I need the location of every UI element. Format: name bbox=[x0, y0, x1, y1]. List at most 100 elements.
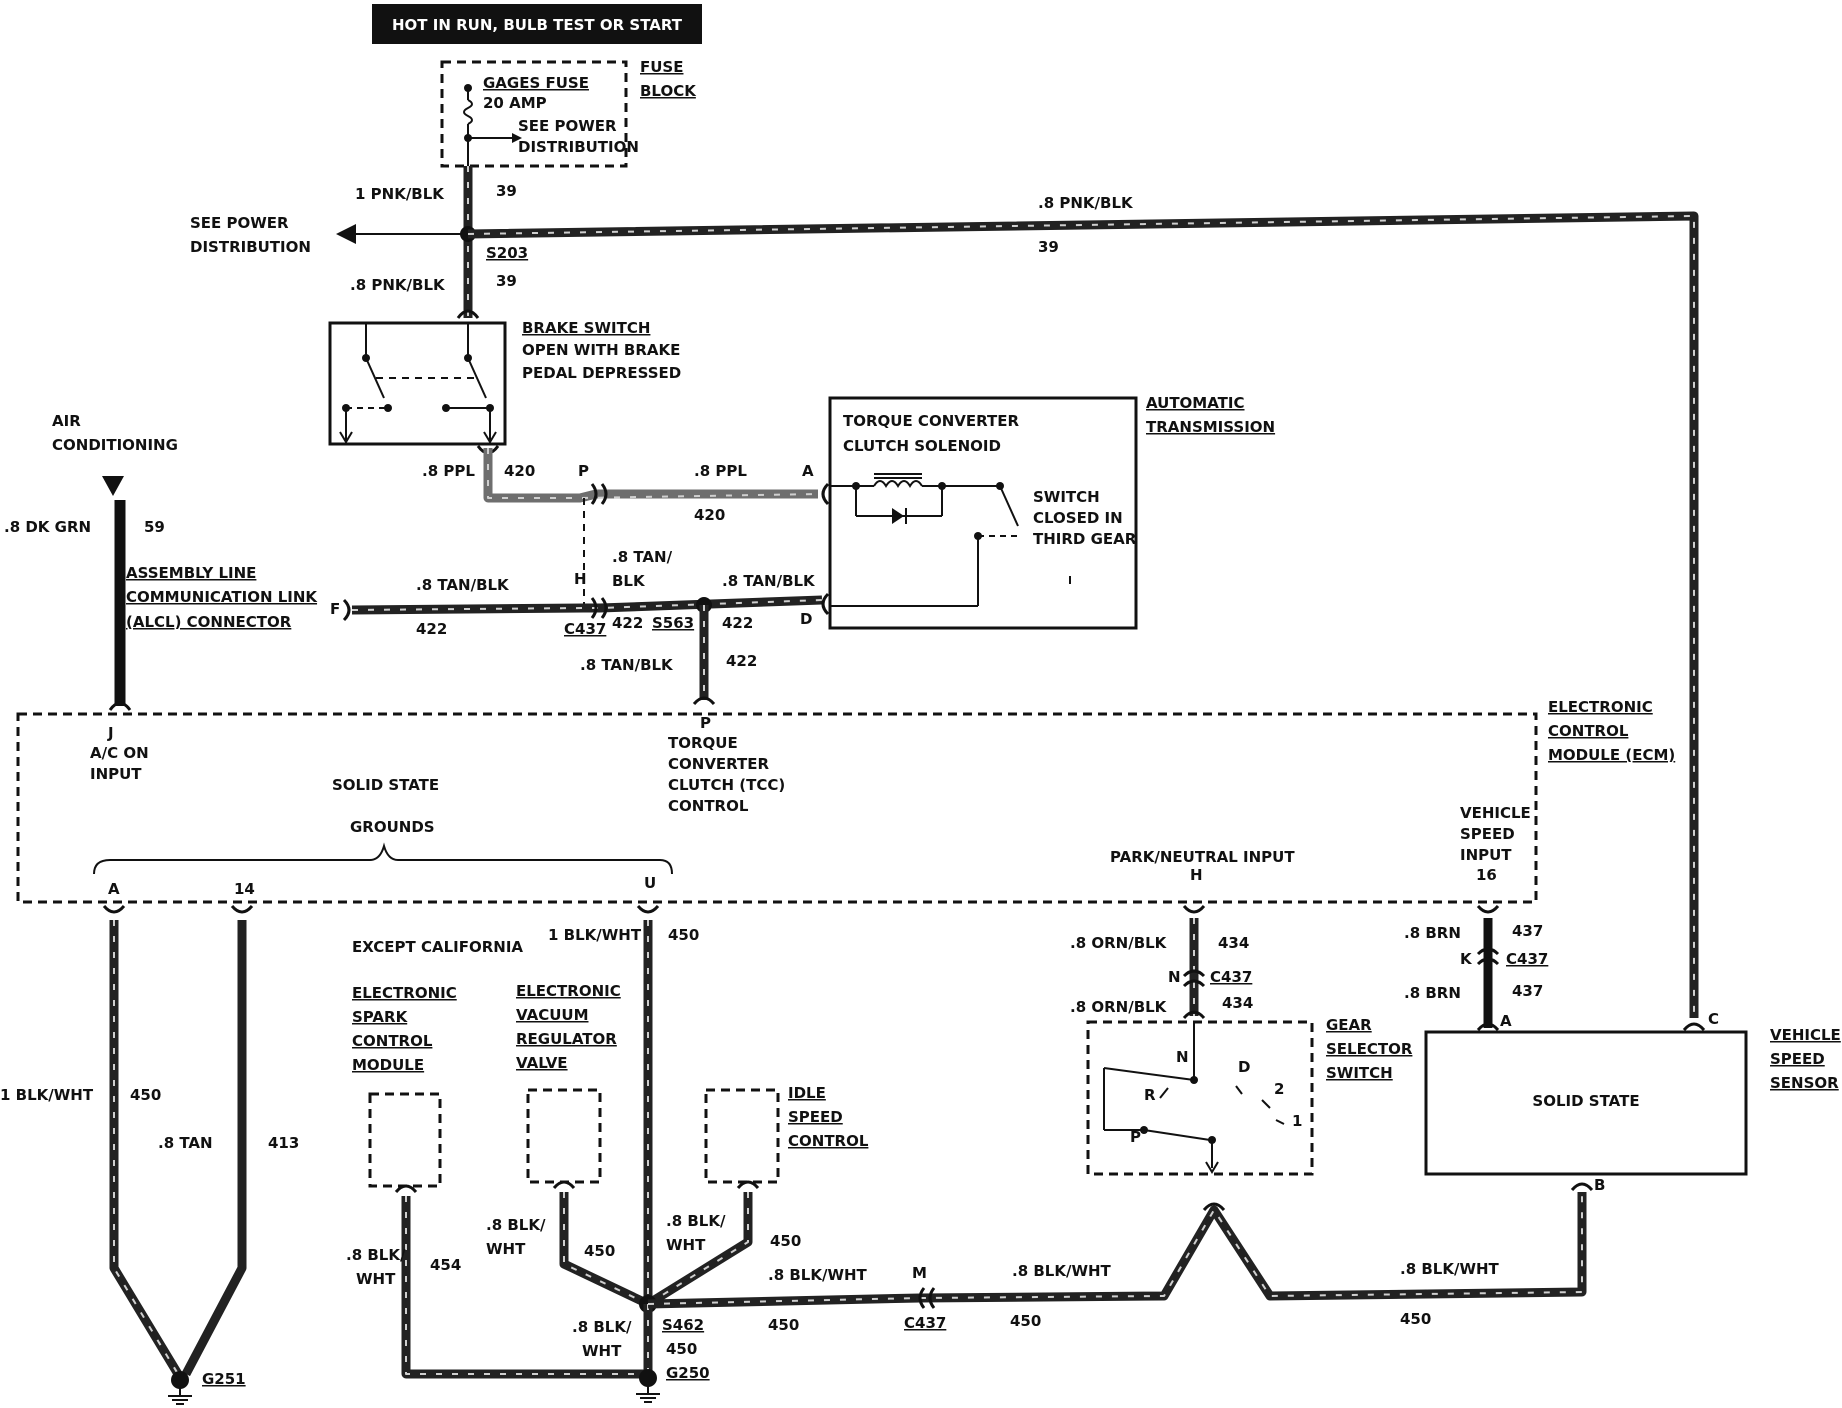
ecm-pin-a: A bbox=[108, 880, 120, 898]
see-power-line2: DISTRIBUTION bbox=[190, 238, 311, 256]
vss-pin-b: B bbox=[1594, 1176, 1605, 1194]
ecm-outline bbox=[16, 712, 1538, 904]
wire-blk-label-b1: .8 BLK/ bbox=[486, 1216, 546, 1234]
gages-fuse-label: GAGES FUSE bbox=[483, 74, 589, 92]
vss-solid-state: SOLID STATE bbox=[1532, 1092, 1639, 1110]
esc-label-4: MODULE bbox=[352, 1056, 424, 1074]
ecm-vss-1: VEHICLE bbox=[1460, 804, 1531, 822]
ground-g251-dot bbox=[171, 1371, 189, 1389]
ecm-vss-3: INPUT bbox=[1460, 846, 1512, 864]
ecm-ac-input-1: A/C ON bbox=[90, 744, 149, 762]
ac-source-arrow-icon bbox=[102, 476, 124, 496]
circuit-434-label-b: 434 bbox=[1222, 994, 1253, 1012]
vss-box bbox=[1424, 1030, 1748, 1176]
circuit-454-label: 454 bbox=[430, 1256, 461, 1274]
wire-1pnkblk-label: 1 PNK/BLK bbox=[355, 185, 445, 203]
splice-s203-label: S203 bbox=[486, 244, 528, 262]
circuit-450-label-d: 450 bbox=[770, 1232, 801, 1250]
wire-blkwht-label-c: .8 BLK/WHT bbox=[1400, 1260, 1500, 1278]
gear-pos-p: P bbox=[1130, 1128, 1141, 1146]
evrv-label-4: VALVE bbox=[516, 1054, 568, 1072]
circuit-450-label-c: 450 bbox=[584, 1242, 615, 1260]
circuit-420-label-a: 420 bbox=[504, 462, 535, 480]
see-power-arrow-icon bbox=[336, 224, 356, 244]
tcc-switch-label-3: THIRD GEAR bbox=[1033, 530, 1137, 548]
wire-wht-label-a2: WHT bbox=[356, 1270, 396, 1288]
pin-n-c437: N bbox=[1168, 968, 1181, 986]
ecm-pin-14: 14 bbox=[234, 880, 255, 898]
wire-blk-label-c1: .8 BLK/ bbox=[666, 1212, 726, 1230]
evrv-label-2: VACUUM bbox=[516, 1006, 589, 1024]
gear-selector-label-2: SELECTOR bbox=[1326, 1040, 1413, 1058]
wire-wht-label-c2: WHT bbox=[666, 1236, 706, 1254]
ecm-tcc-3: CLUTCH (TCC) bbox=[668, 776, 785, 794]
ecm-pin-u: U bbox=[644, 874, 656, 892]
wire-blkwht-label-a: .8 BLK/WHT bbox=[768, 1266, 868, 1284]
circuit-422-label-b: 422 bbox=[612, 614, 643, 632]
ecm-pin-p: P bbox=[700, 714, 711, 732]
except-california-label: EXCEPT CALIFORNIA bbox=[352, 938, 523, 956]
isc-box bbox=[704, 1088, 780, 1184]
gear-selector-box bbox=[1086, 1020, 1314, 1176]
circuit-422-label-a: 422 bbox=[416, 620, 447, 638]
circuit-420-label-b: 420 bbox=[694, 506, 725, 524]
wire-tanblk-label-c: .8 TAN/BLK bbox=[580, 656, 674, 674]
wire-tan-label-1: .8 TAN/ bbox=[612, 548, 673, 566]
solenoid-coil-icon bbox=[873, 480, 923, 488]
wire-tan-label: .8 TAN bbox=[158, 1134, 213, 1152]
evrv-label-1: ELECTRONIC bbox=[516, 982, 621, 1000]
wire-ppl-label-a: .8 PPL bbox=[422, 462, 475, 480]
vss-pin-c: C bbox=[1708, 1010, 1719, 1028]
brake-switch-title: BRAKE SWITCH bbox=[522, 319, 650, 337]
ecm-tcc-4: CONTROL bbox=[668, 797, 749, 815]
power-arrow-icon bbox=[512, 133, 522, 143]
fuse-power-note-1: SEE POWER bbox=[518, 117, 617, 135]
ecm-title-2: CONTROL bbox=[1548, 722, 1629, 740]
pin-m-c437: M bbox=[912, 1264, 927, 1282]
vss-title-3: SENSOR bbox=[1770, 1074, 1839, 1092]
transmission-box bbox=[828, 396, 1138, 630]
ground-g250-dot bbox=[639, 1369, 657, 1387]
circuit-39-label-b: 39 bbox=[496, 272, 517, 290]
esc-label-1: ELECTRONIC bbox=[352, 984, 457, 1002]
wire-tan-label-2: BLK bbox=[612, 572, 646, 590]
brake-switch-desc-1: OPEN WITH BRAKE bbox=[522, 341, 680, 359]
circuit-450-label-f: 450 bbox=[768, 1316, 799, 1334]
ground-g251-icon bbox=[168, 1388, 192, 1405]
ground-g250-icon bbox=[636, 1386, 660, 1403]
ground-g251-label: G251 bbox=[202, 1370, 246, 1388]
evrv-box bbox=[526, 1088, 602, 1184]
esc-label-2: SPARK bbox=[352, 1008, 409, 1026]
vss-title-1: VEHICLE bbox=[1770, 1026, 1841, 1044]
ecm-pin-h: H bbox=[1190, 866, 1203, 884]
circuit-59-label: 59 bbox=[144, 518, 165, 536]
connector-c437-label-c: C437 bbox=[1210, 968, 1252, 986]
gear-pos-1: 1 bbox=[1292, 1112, 1302, 1130]
gear-pos-2: 2 bbox=[1274, 1080, 1284, 1098]
wire-blk-label-a1: .8 BLK/ bbox=[346, 1246, 406, 1264]
grounds-brace bbox=[93, 842, 673, 875]
fuse-top-terminal bbox=[464, 84, 472, 92]
wire-ppl-label-b: .8 PPL bbox=[694, 462, 747, 480]
ecm-tcc-1: TORQUE bbox=[668, 734, 738, 752]
circuit-450-label-h: 450 bbox=[1400, 1310, 1431, 1328]
esc-module-box bbox=[368, 1092, 442, 1188]
esc-label-3: CONTROL bbox=[352, 1032, 433, 1050]
connector-c437-label-b: C437 bbox=[904, 1314, 946, 1332]
tcc-switch-label-2: CLOSED IN bbox=[1033, 509, 1123, 527]
fuse-block-title-1: FUSE bbox=[640, 58, 683, 76]
gear-pos-d: D bbox=[1238, 1058, 1250, 1076]
ecm-ac-input-2: INPUT bbox=[90, 765, 142, 783]
see-power-line1: SEE POWER bbox=[190, 214, 289, 232]
fuse-power-note-2: DISTRIBUTION bbox=[518, 138, 639, 156]
alcl-label-2: COMMUNICATION LINK bbox=[126, 588, 318, 606]
pin-f-alcl: F bbox=[330, 600, 340, 618]
vss-title-2: SPEED bbox=[1770, 1050, 1825, 1068]
wire-tanblk-label-b: .8 TAN/BLK bbox=[722, 572, 816, 590]
gear-pos-n: N bbox=[1176, 1048, 1189, 1066]
ac-label-2: CONDITIONING bbox=[52, 436, 178, 454]
wire-wht-label-b2: WHT bbox=[486, 1240, 526, 1258]
gear-pos-r: R bbox=[1144, 1086, 1156, 1104]
pin-d-trans: D bbox=[800, 610, 812, 628]
gear-selector-label-3: SWITCH bbox=[1326, 1064, 1393, 1082]
